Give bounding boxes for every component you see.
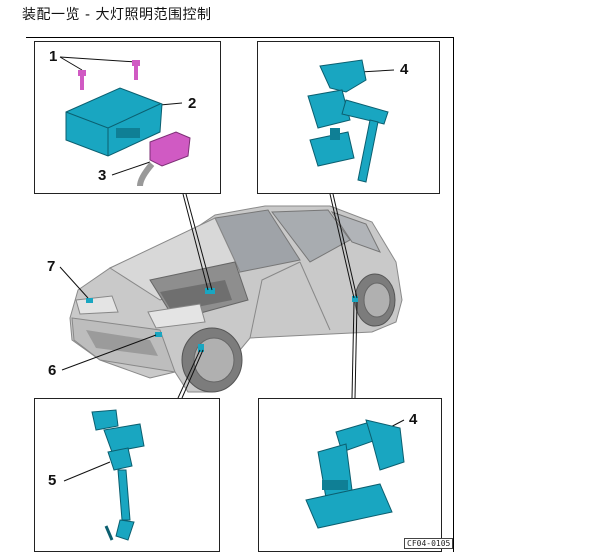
leader-lines — [59, 56, 405, 482]
callout-5: 5 — [48, 472, 57, 489]
figure-frame — [26, 37, 454, 552]
front-sensor-detail — [91, 409, 145, 541]
rear-sensor-detail — [307, 59, 389, 183]
figure-code: CF04-0105 — [404, 538, 454, 549]
car-illustration — [69, 205, 403, 393]
callout-2: 2 — [188, 95, 197, 112]
page-title: 装配一览 - 大灯照明范围控制 — [22, 7, 212, 23]
callout-4-bottom: 4 — [409, 411, 418, 428]
callout-4-top: 4 — [400, 61, 409, 78]
callout-7: 7 — [47, 258, 56, 275]
rear-sensor-detail-2 — [305, 419, 405, 529]
callout-6: 6 — [48, 362, 57, 379]
callout-3: 3 — [98, 167, 107, 184]
control-unit-detail — [65, 60, 191, 187]
callout-1: 1 — [49, 48, 58, 65]
